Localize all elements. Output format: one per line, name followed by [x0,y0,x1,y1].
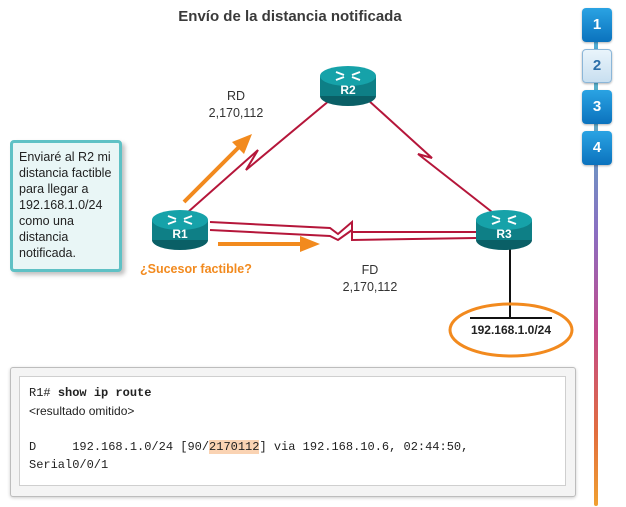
network-highlight [448,302,574,358]
console-command: show ip route [57,386,152,400]
fd-arrow [218,236,320,252]
callout-line: Enviaré al R2 mi [19,150,111,164]
page-title: Envío de la distancia notificada [178,8,402,25]
console-omitted: <resultado omitido> [29,404,135,418]
route-metric-highlight: 2170112 [209,440,260,454]
route-code: D [29,440,37,454]
route-prefix: 192.168.1.0/24 [90/ [72,440,210,454]
callout-line: distancia factible [19,166,112,180]
rd-label: RD 2,170,112 [196,88,276,122]
callout-box: Enviaré al R2 mi distancia factible para… [10,140,122,272]
fd-label: FD 2,170,112 [330,262,410,296]
route-suffix: ] via 192.168.10.6, 02:44:50, [259,440,469,454]
route-interface: Serial0/0/1 [29,458,109,472]
callout-line: notificada. [19,246,76,260]
step-button-4[interactable]: 4 [582,131,612,165]
router-r3-icon: R3 [476,210,532,250]
step-navigation: 1 2 3 4 [582,8,612,172]
console-route-line: D 192.168.1.0/24 [90/2170112] via 192.16… [29,438,556,456]
console-command-line: R1# show ip route [29,384,556,402]
fd-value: 2,170,112 [342,280,398,294]
rd-name: RD [226,89,246,103]
console-output: R1# show ip route <resultado omitido> D … [19,376,566,486]
callout-line: 192.168.1.0/24 [19,198,103,212]
router-r2-label: R2 [340,83,356,97]
step-button-3[interactable]: 3 [582,90,612,124]
rd-value: 2,170,112 [208,106,264,120]
console-prompt: R1# [29,386,51,400]
console-panel: R1# show ip route <resultado omitido> D … [10,367,576,497]
callout-line: para llegar a [19,182,89,196]
router-r2-icon: R2 [320,66,376,106]
rd-arrow [182,134,252,204]
router-r1-icon: R1 [152,210,208,250]
progress-track [594,8,598,506]
link-r1-r3 [209,219,477,242]
network-diagram: R2 R1 R3 [152,66,574,358]
callout-line: distancia [19,230,69,244]
network-label: 192.168.1.0/24 [470,323,552,337]
fd-name: FD [361,263,379,277]
feasible-successor-label: ¿Sucesor factible? [140,262,252,276]
router-r1-label: R1 [172,227,188,241]
router-r3-label: R3 [496,227,512,241]
link-r1-r2 [187,99,331,213]
link-r2-r3 [367,99,493,213]
step-button-1[interactable]: 1 [582,8,612,42]
callout-line: como una [19,214,74,228]
step-button-2[interactable]: 2 [582,49,612,83]
